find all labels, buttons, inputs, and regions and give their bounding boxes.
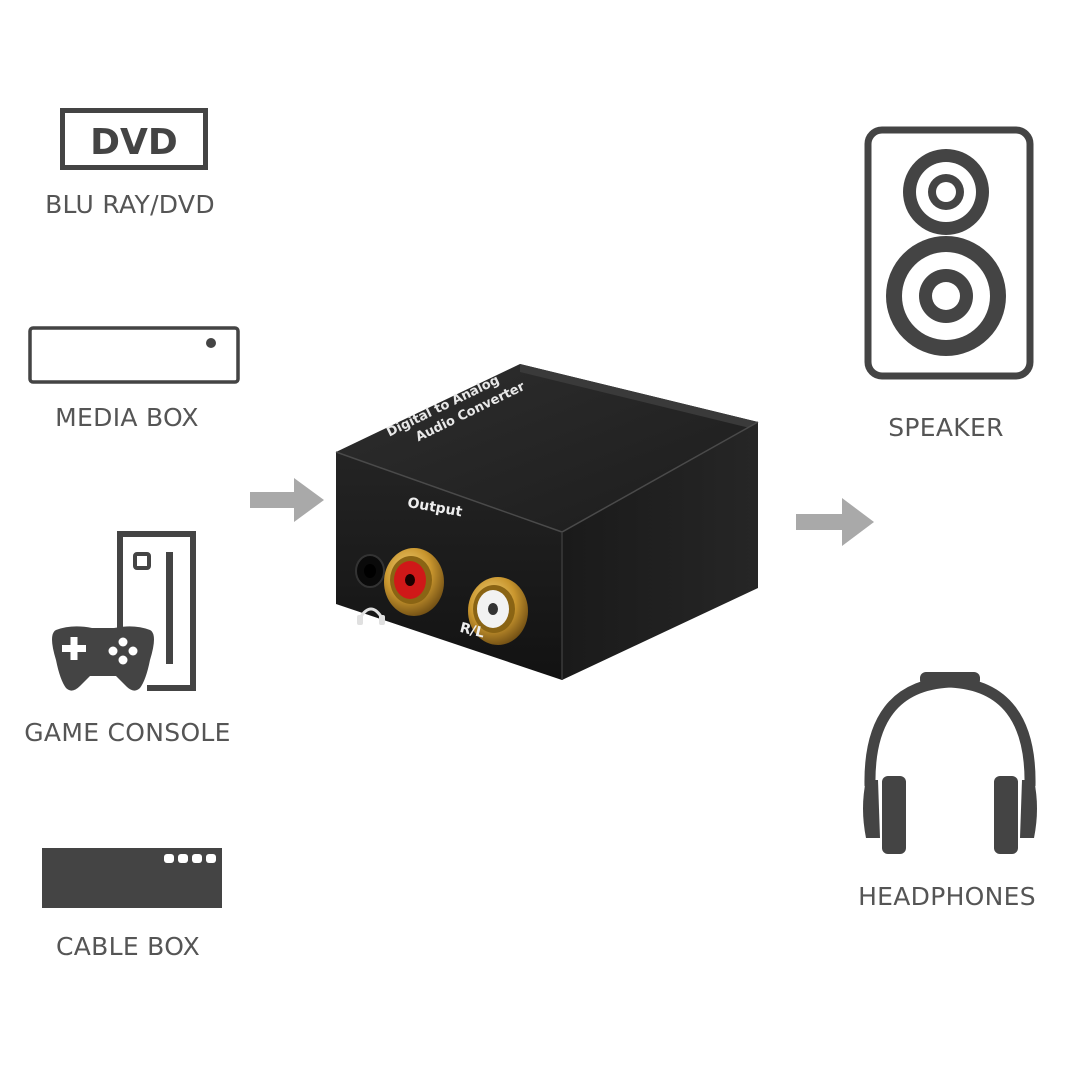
output-arrow-icon	[796, 498, 874, 546]
media-box-icon	[28, 326, 240, 384]
audio-converter-device	[326, 356, 766, 686]
output-label-speaker: SPEAKER	[888, 413, 1004, 442]
source-label-blu-ray-dvd: BLU RAY/DVD	[45, 190, 215, 219]
headphones-icon	[858, 668, 1042, 858]
input-arrow-icon	[250, 478, 324, 522]
cable-box-icon	[42, 848, 222, 908]
svg-text:DVD: DVD	[90, 122, 178, 163]
speaker-icon	[864, 126, 1034, 380]
source-label-media-box: MEDIA BOX	[55, 403, 199, 432]
game-console-icon	[42, 530, 198, 696]
source-label-cable-box: CABLE BOX	[56, 932, 200, 961]
source-label-game-console: GAME CONSOLE	[24, 718, 231, 747]
output-label-headphones: HEADPHONES	[858, 882, 1036, 911]
dvd-logo-icon: DVD	[60, 108, 208, 170]
